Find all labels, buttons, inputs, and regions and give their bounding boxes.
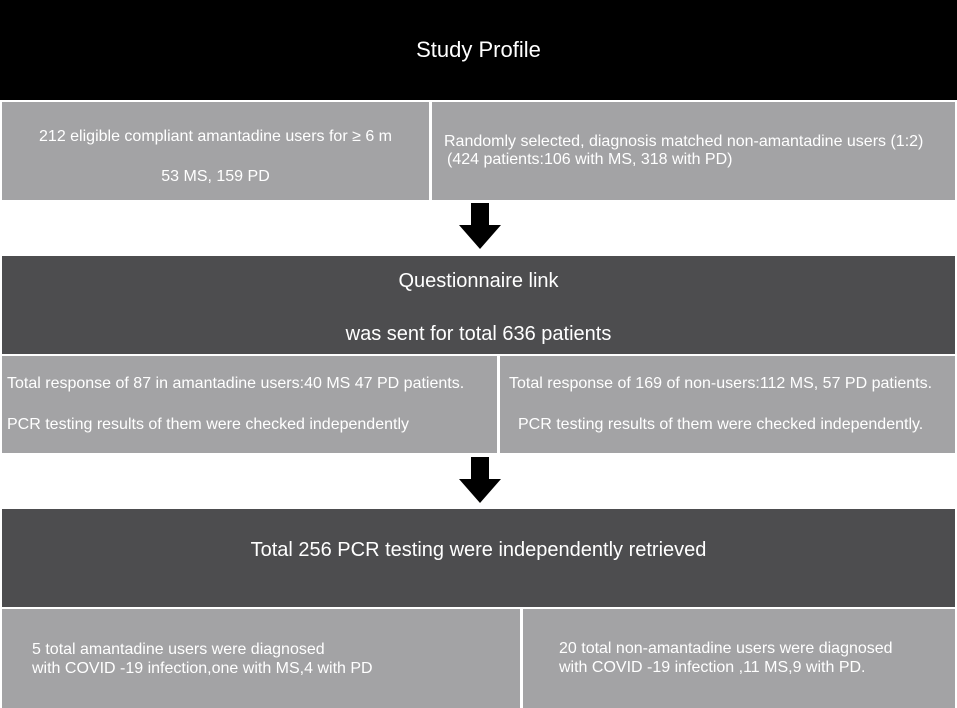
non-user-response-box: Total response of 169 of non-users:112 M… <box>500 356 955 453</box>
non-amantadine-covid-line1: 20 total non-amantadine users were diagn… <box>559 640 893 657</box>
down-arrow-icon <box>459 203 501 249</box>
amantadine-covid-box: 5 total amantadine users were diagnosed … <box>2 609 520 708</box>
eligible-users-box: 212 eligible compliant amantadine users … <box>2 102 429 200</box>
eligible-users-line1: 212 eligible compliant amantadine users … <box>39 128 392 145</box>
matched-non-users-line1: Randomly selected, diagnosis matched non… <box>444 133 924 150</box>
study-profile-header: Study Profile <box>0 0 957 100</box>
down-arrow-icon <box>459 457 501 503</box>
non-user-response-line1: Total response of 169 of non-users:112 M… <box>509 375 933 392</box>
amantadine-response-box: Total response of 87 in amantadine users… <box>2 356 497 453</box>
questionnaire-line2: was sent for total 636 patients <box>345 323 612 345</box>
eligible-users-line2: 53 MS, 159 PD <box>161 168 270 185</box>
pcr-retrieved-box: Total 256 PCR testing were independently… <box>2 509 955 607</box>
matched-non-users-line2: (424 patients:106 with MS, 318 with PD) <box>447 151 733 168</box>
matched-non-users-box: Randomly selected, diagnosis matched non… <box>432 102 955 200</box>
header-title: Study Profile <box>416 37 541 62</box>
non-amantadine-covid-line2: with COVID -19 infection ,11 MS,9 with P… <box>559 659 866 676</box>
questionnaire-box: Questionnaire link was sent for total 63… <box>2 256 955 354</box>
pcr-retrieved-title: Total 256 PCR testing were independently… <box>250 539 707 561</box>
non-user-response-line2: PCR testing results of them were checked… <box>518 416 924 433</box>
amantadine-covid-line2: with COVID -19 infection,one with MS,4 w… <box>32 660 373 677</box>
amantadine-response-line1: Total response of 87 in amantadine users… <box>7 375 465 392</box>
amantadine-response-line2: PCR testing results of them were checked… <box>7 416 409 433</box>
questionnaire-line1: Questionnaire link <box>398 270 559 292</box>
non-amantadine-covid-box: 20 total non-amantadine users were diagn… <box>523 609 955 708</box>
amantadine-covid-line1: 5 total amantadine users were diagnosed <box>32 641 325 658</box>
